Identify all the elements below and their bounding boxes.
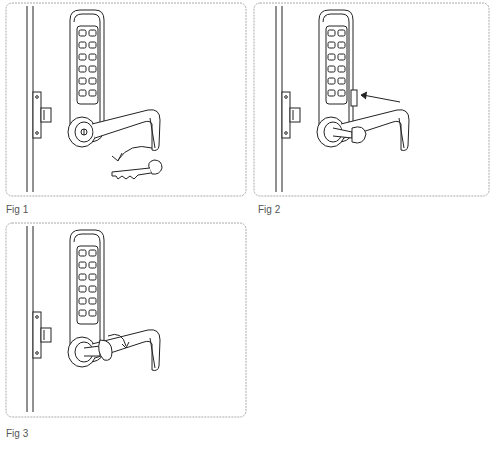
figure-label: Fig 2	[258, 205, 280, 215]
figure-label: Fig 1	[6, 205, 28, 215]
figure-label: Fig 3	[6, 429, 28, 439]
